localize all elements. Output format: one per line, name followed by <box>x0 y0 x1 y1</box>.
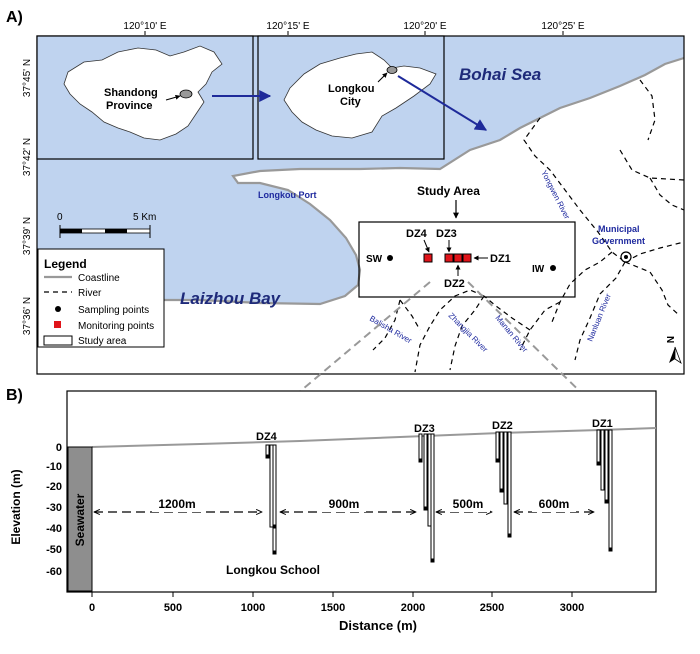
dz2-point <box>453 253 463 263</box>
dz3-point <box>444 253 454 263</box>
well-dz4 <box>265 444 277 555</box>
x-axis-label: Distance (m) <box>339 618 417 633</box>
legend-sampling: Sampling points <box>78 305 149 316</box>
y-axis-label: Elevation (m) <box>9 469 23 544</box>
municipal-label-2: Government <box>592 236 645 246</box>
x-tick-500: 500 <box>164 602 182 614</box>
laizhou-bay-label: Laizhou Bay <box>180 289 282 308</box>
latitude-ticks: 37°45' N 37°42' N 37°39' N 37°36' N <box>22 59 33 335</box>
spacing-1200: 1200m <box>158 497 195 511</box>
dz3-map-label: DZ3 <box>436 228 457 240</box>
iw-point <box>550 265 556 271</box>
x-tick-0: 0 <box>89 602 95 614</box>
sampling-points: SW IW <box>366 254 556 275</box>
bohai-sea-label: Bohai Sea <box>459 65 541 84</box>
dz1-map-label: DZ1 <box>490 253 511 265</box>
shandong-label-1: Shandong <box>104 87 158 99</box>
lon-tick-1: 120°10' E <box>123 21 166 32</box>
dz1-point <box>462 253 472 263</box>
mainland <box>37 58 684 374</box>
legend-title: Legend <box>44 257 87 271</box>
municipal-label-1: Municipal <box>598 224 640 234</box>
inset-china: Shandong Province <box>36 35 254 160</box>
lon-tick-4: 120°25' E <box>541 21 584 32</box>
shandong-label-2: Province <box>106 100 152 112</box>
municipal-government: Municipal Government <box>592 224 645 263</box>
lat-tick-2: 37°42' N <box>22 138 33 176</box>
legend-monitoring: Monitoring points <box>78 321 154 332</box>
study-area-box <box>358 221 576 298</box>
longkou-school-label: Longkou School <box>226 563 320 577</box>
legend-coastline: Coastline <box>78 273 120 284</box>
lon-tick-3: 120°20' E <box>403 21 446 32</box>
well-dz3 <box>418 433 435 563</box>
north-arrow-icon: N <box>664 336 682 365</box>
y-tick-30: -30 <box>46 502 62 514</box>
scale-end: 5 Km <box>133 212 156 223</box>
monitoring-points: DZ4 DZ3 DZ1 DZ2 <box>406 228 511 290</box>
rivers <box>372 79 685 373</box>
longkou-city-label-1: Longkou <box>328 83 374 95</box>
well-dz1 <box>596 429 613 552</box>
scale-zero: 0 <box>57 212 63 223</box>
dz4-map-label: DZ4 <box>406 228 428 240</box>
y-tick-20: -20 <box>46 481 62 493</box>
sw-label: SW <box>366 254 383 265</box>
x-tick-2000: 2000 <box>401 602 425 614</box>
longkou-city-label-2: City <box>340 96 362 108</box>
y-axis: 0 -10 -20 -30 -40 -50 -60 <box>46 442 62 578</box>
cross-section: Seawater <box>66 390 657 593</box>
dz3-section-label: DZ3 <box>414 423 435 435</box>
north-label: N <box>664 336 675 343</box>
legend-study-area: Study area <box>78 336 127 347</box>
lat-tick-3: 37°39' N <box>22 217 33 255</box>
x-tick-1500: 1500 <box>321 602 345 614</box>
y-tick-50: -50 <box>46 544 62 556</box>
dz2-map-label: DZ2 <box>444 278 465 290</box>
y-tick-10: -10 <box>46 461 62 473</box>
x-axis: 0 500 1000 1500 2000 2500 3000 <box>89 592 584 614</box>
legend: Legend Coastline River Sampling points M… <box>37 248 165 348</box>
dz1-section-label: DZ1 <box>592 418 613 430</box>
x-tick-1000: 1000 <box>241 602 265 614</box>
x-tick-3000: 3000 <box>560 602 584 614</box>
spacing-900: 900m <box>329 497 360 511</box>
longitude-ticks: 120°10' E 120°15' E 120°20' E 120°25' E <box>123 21 584 32</box>
dz2-section-label: DZ2 <box>492 420 513 432</box>
well-dz2 <box>495 431 512 538</box>
panel-b-label: B) <box>6 387 23 404</box>
lat-tick-4: 37°36' N <box>22 297 33 335</box>
y-tick-40: -40 <box>46 523 62 535</box>
panel-a-label: A) <box>6 9 23 26</box>
y-tick-0: 0 <box>56 442 62 454</box>
dz4-section-label: DZ4 <box>256 431 278 443</box>
y-tick-60: -60 <box>46 566 62 578</box>
x-tick-2500: 2500 <box>480 602 504 614</box>
lon-tick-2: 120°15' E <box>266 21 309 32</box>
legend-river: River <box>78 288 102 299</box>
study-area-label: Study Area <box>417 184 480 198</box>
inset-arrow-2 <box>397 75 488 131</box>
inset-shandong: Longkou City <box>257 35 445 160</box>
spacing-600: 600m <box>539 497 570 511</box>
dz4-point <box>423 253 433 263</box>
seawater-column <box>67 446 93 592</box>
iw-label: IW <box>532 264 545 275</box>
seawater-label: Seawater <box>73 493 87 546</box>
coastline <box>36 56 685 306</box>
scale-bar: 0 5 Km <box>57 212 156 238</box>
sw-point <box>387 255 393 261</box>
longkou-port-label: Longkou Port <box>258 190 317 200</box>
lat-tick-1: 37°45' N <box>22 59 33 97</box>
spacing-500: 500m <box>453 497 484 511</box>
